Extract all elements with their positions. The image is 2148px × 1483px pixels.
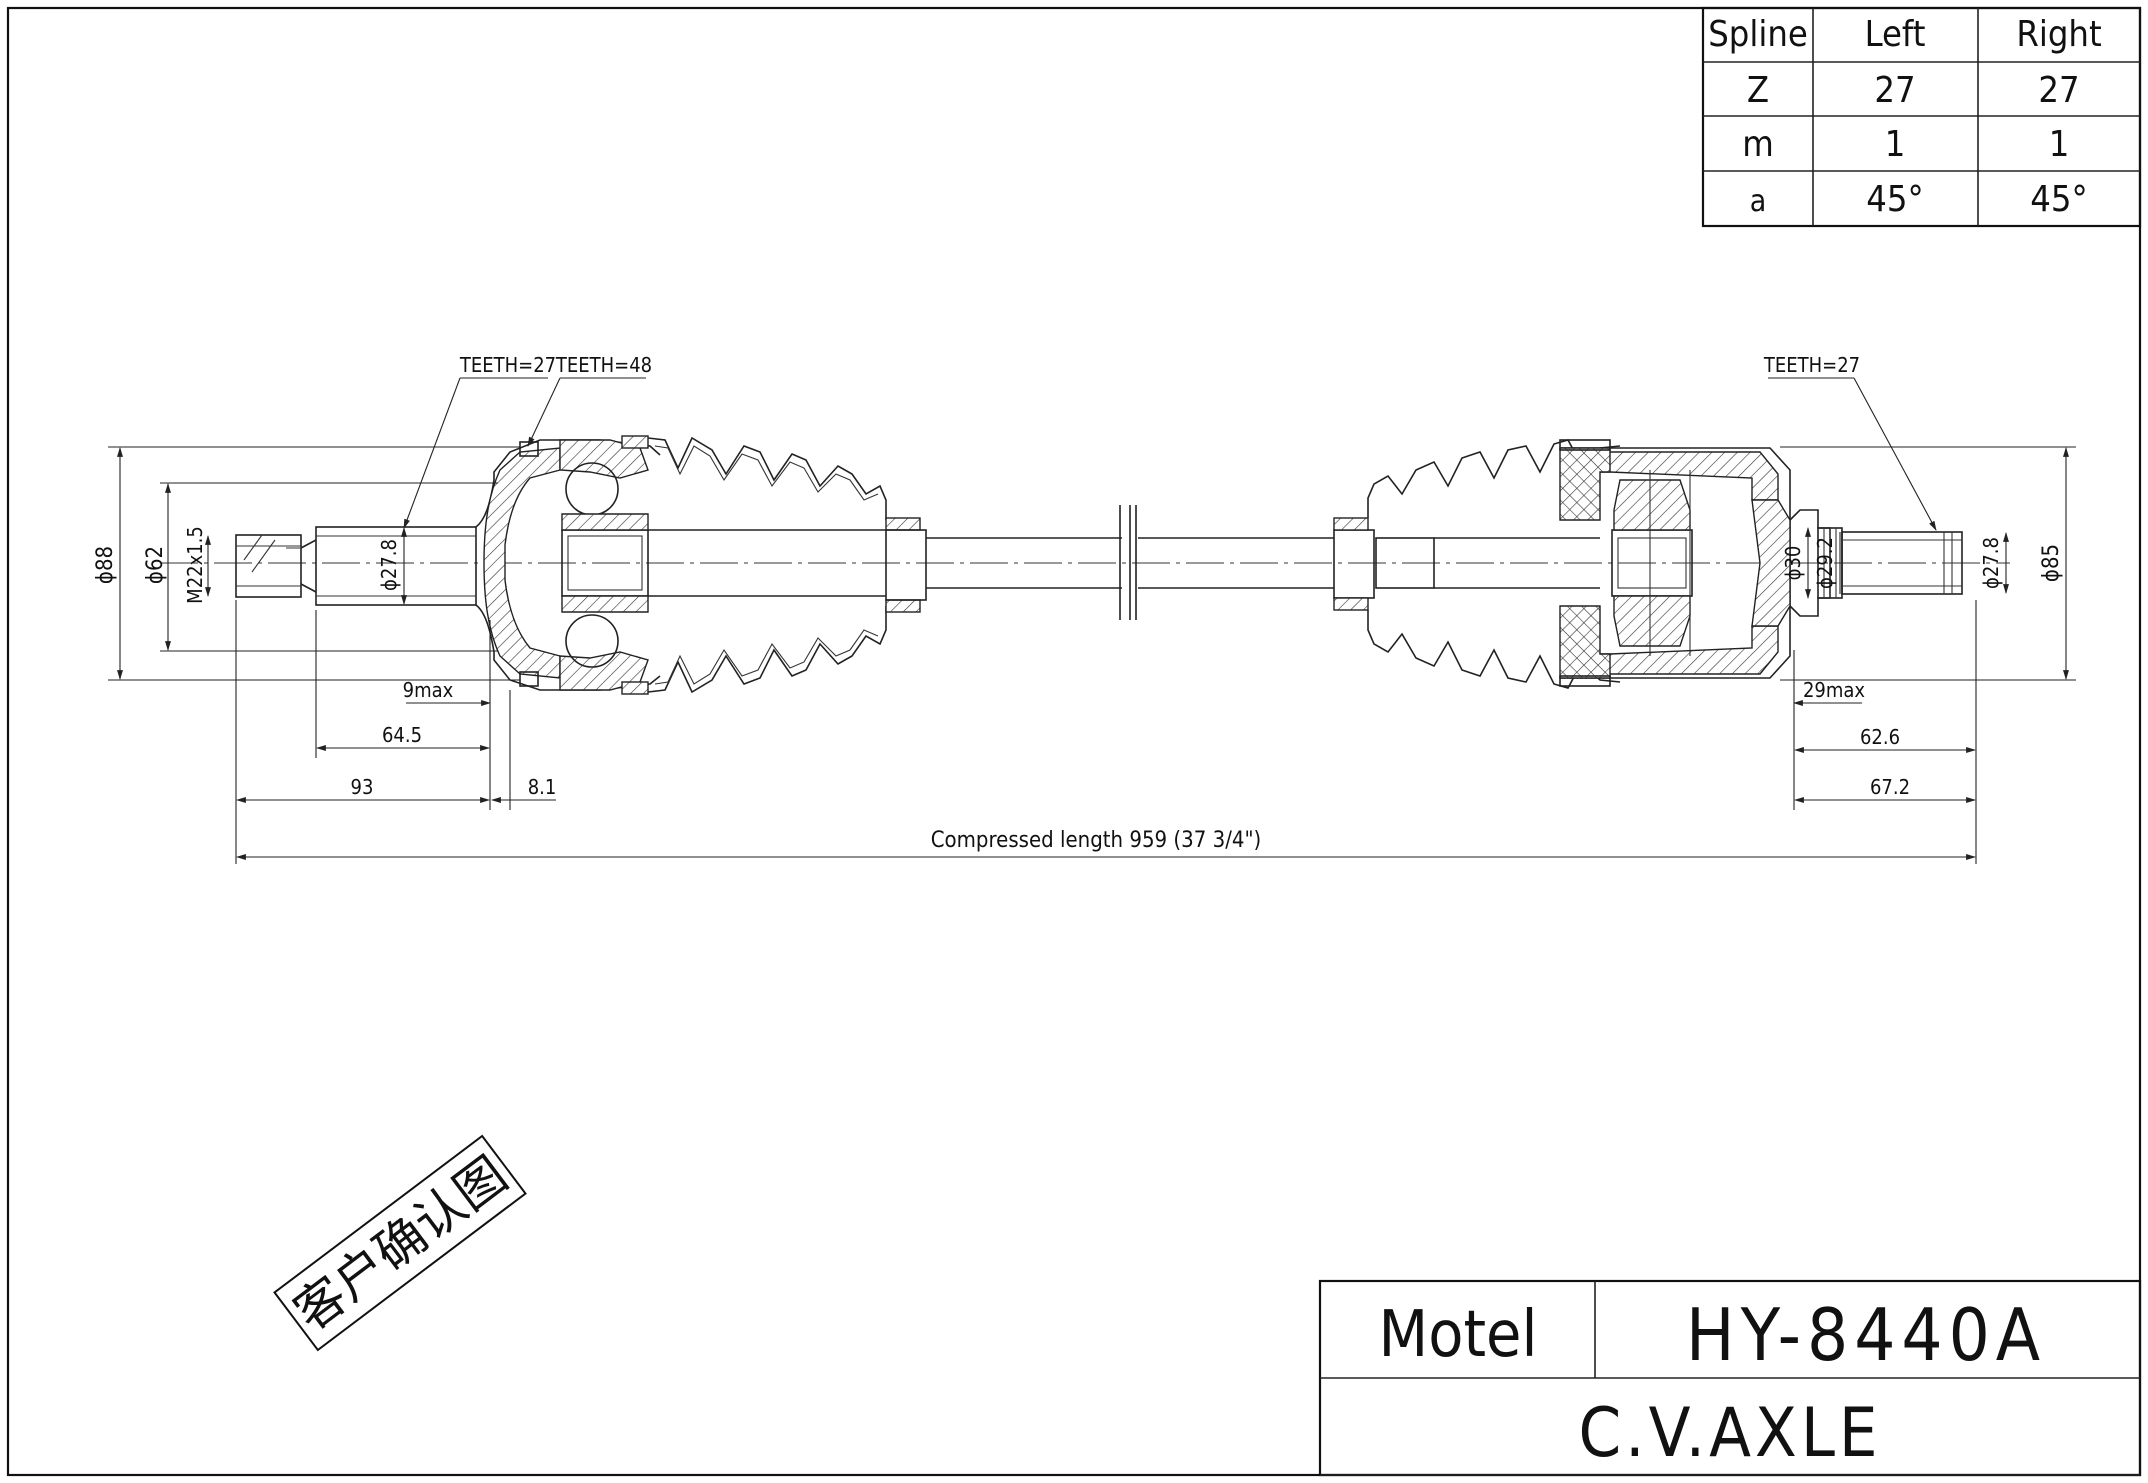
- teeth-left-shaft-label: TEETH=27: [459, 353, 556, 377]
- left-boot: [647, 436, 927, 694]
- dim-phi30: ϕ30: [1781, 546, 1805, 581]
- row-a-right: 45°: [2030, 179, 2087, 220]
- teeth-right-label: TEETH=27: [1763, 353, 1860, 377]
- dim-62-6: 62.6: [1860, 725, 1900, 749]
- dim-9max: 9max: [403, 678, 454, 702]
- model-value: HY-8440A: [1686, 1293, 2046, 1377]
- dim-phi27-8-left: ϕ27.8: [377, 539, 401, 591]
- row-z-label: Z: [1747, 70, 1769, 111]
- dim-64-5: 64.5: [382, 723, 422, 747]
- dim-67-2: 67.2: [1870, 775, 1910, 799]
- dim-93: 93: [351, 775, 374, 799]
- dim-phi88: ϕ88: [93, 546, 118, 584]
- axle-shaft: [648, 505, 1334, 620]
- left-header: Left: [1865, 14, 1926, 55]
- row-z-right: 27: [2038, 70, 2079, 111]
- stamp-text: 客户确认图: [283, 1145, 518, 1342]
- drawing-frame: [6, 6, 2142, 1477]
- teeth-annotations: TEETH=27 TEETH=48 TEETH=27: [403, 353, 1937, 531]
- spline-header: Spline: [1708, 14, 1808, 55]
- spline-table: Spline Left Right Z 27 27 m 1 1 a 45° 45…: [1701, 6, 2142, 228]
- dim-phi29-2: ϕ29.2: [1813, 537, 1837, 589]
- right-inboard-joint: [1559, 439, 1963, 687]
- overall-length-dimension: Compressed length 959 (37 3/4"): [235, 810, 1976, 864]
- row-a-left: 45°: [1866, 179, 1923, 220]
- right-dimensions: ϕ30 ϕ29.2 ϕ27.8 ϕ85 29max 62.6 67.2: [1780, 446, 2076, 864]
- dim-phi62: ϕ62: [143, 546, 168, 584]
- row-z-left: 27: [1874, 70, 1915, 111]
- part-name: C.V.AXLE: [1578, 1394, 1881, 1473]
- row-m-label: m: [1742, 124, 1774, 165]
- right-header: Right: [2016, 14, 2101, 55]
- dim-phi27-8-right: ϕ27.8: [1979, 537, 2003, 589]
- teeth-left-ring-label: TEETH=48: [555, 353, 652, 377]
- row-m-right: 1: [2049, 124, 2070, 165]
- customer-confirmation-stamp: 客户确认图: [273, 1134, 527, 1352]
- dim-phi85: ϕ85: [2039, 544, 2064, 582]
- row-m-left: 1: [1885, 124, 1906, 165]
- compressed-length-label: Compressed length 959 (37 3/4"): [931, 828, 1262, 853]
- dim-8-1: 8.1: [528, 775, 557, 799]
- dim-thread: M22x1.5: [183, 526, 207, 604]
- title-block: Motel HY-8440A C.V.AXLE: [1318, 1279, 2142, 1477]
- model-label: Motel: [1379, 1298, 1538, 1372]
- left-outboard-joint: [235, 435, 661, 695]
- dim-29max: 29max: [1803, 678, 1865, 702]
- row-a-label: a: [1750, 184, 1767, 219]
- left-dimensions: ϕ88 ϕ62 M22x1.5 ϕ27.8 9max 64.5 93 8.1: [93, 446, 557, 810]
